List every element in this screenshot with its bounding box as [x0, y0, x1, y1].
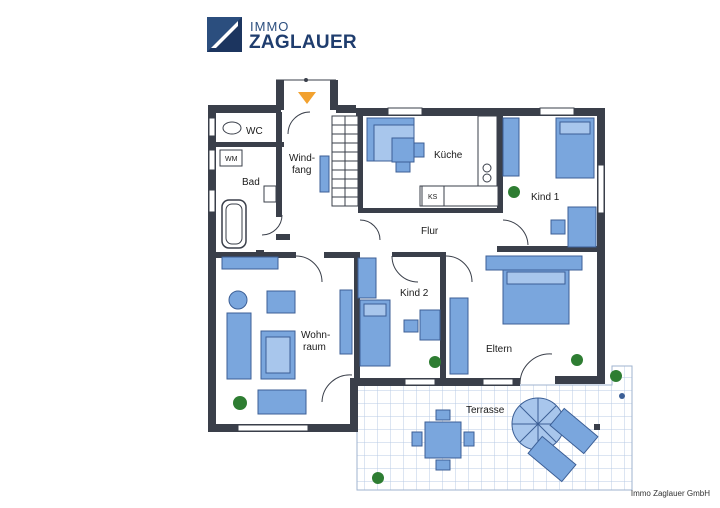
sideboard: [221, 256, 279, 270]
wardrobe: [449, 297, 469, 375]
label-wohn-1: Wohn-: [301, 330, 330, 341]
plant-icon: [429, 356, 441, 368]
headboard: [485, 255, 583, 271]
label-ks: KS: [428, 194, 438, 201]
label-wc: WC: [246, 126, 263, 137]
door-swings: [261, 111, 553, 403]
label-wm: WM: [225, 156, 238, 163]
washing-machine-icon: [219, 149, 243, 167]
label-kueche: Küche: [434, 150, 463, 161]
label-windfang-1: Wind-: [289, 153, 315, 164]
label-wohn-2: raum: [303, 342, 326, 353]
chair: [550, 219, 566, 235]
lamp-icon: [228, 290, 248, 310]
label-kind1: Kind 1: [531, 192, 560, 203]
staircase: [331, 115, 359, 207]
eltern-furniture: [449, 255, 583, 375]
desk: [567, 206, 597, 248]
kitchen-chair: [395, 161, 411, 173]
sofa-bottom: [257, 389, 307, 415]
plant-icon: [571, 354, 583, 366]
armchair: [266, 290, 296, 314]
label-flur: Flur: [421, 226, 439, 237]
kitchen-table: [391, 137, 415, 163]
label-windfang-2: fang: [292, 165, 311, 176]
plants: [233, 186, 625, 484]
wardrobe: [357, 257, 377, 299]
entrance: [276, 78, 336, 104]
brand-line2: ZAGLAUER: [249, 32, 357, 53]
lounger: [549, 407, 599, 455]
copyright: Immo Zaglauer GmbH: [630, 489, 710, 498]
label-terrasse: Terrasse: [466, 405, 505, 416]
lounger: [527, 435, 577, 483]
label-kind2: Kind 2: [400, 288, 429, 299]
plant-icon: [372, 472, 384, 484]
chair: [403, 319, 419, 333]
kind2-furniture: [357, 257, 441, 367]
interior-walls: [216, 112, 603, 382]
fridge-icon: [421, 185, 445, 207]
logo-mark-icon: [207, 17, 242, 52]
windows: [208, 107, 605, 432]
desk: [419, 309, 441, 341]
entrance-arrow-icon: [298, 92, 316, 104]
tv-cabinet: [339, 289, 353, 355]
kind1-furniture: [502, 117, 597, 248]
plant-icon: [233, 396, 247, 410]
terrace-table: [424, 421, 462, 459]
room-labels: WC WM Bad Wind- fang Küche KS Kind 1 Flu…: [225, 126, 560, 416]
label-eltern: Eltern: [486, 344, 512, 355]
plant-icon: [610, 370, 622, 382]
kitchen-chair: [413, 142, 425, 158]
label-bad: Bad: [242, 177, 260, 188]
toilet-icon: [222, 121, 242, 135]
bathtub-icon: [221, 199, 247, 249]
stove-icon: [482, 163, 492, 173]
brand-logo: IMMO ZAGLAUER: [207, 17, 357, 55]
wardrobe: [502, 117, 520, 177]
brand-line1: IMMO: [250, 19, 290, 34]
living-furniture: [221, 256, 353, 415]
plant-icon: [508, 186, 520, 198]
wardrobe: [319, 155, 330, 193]
bathroom-fixtures: [219, 121, 277, 249]
kitchen-furniture: [366, 115, 499, 207]
sink-icon: [263, 185, 277, 203]
terrace-furniture: [411, 397, 599, 483]
sofa: [226, 312, 252, 380]
